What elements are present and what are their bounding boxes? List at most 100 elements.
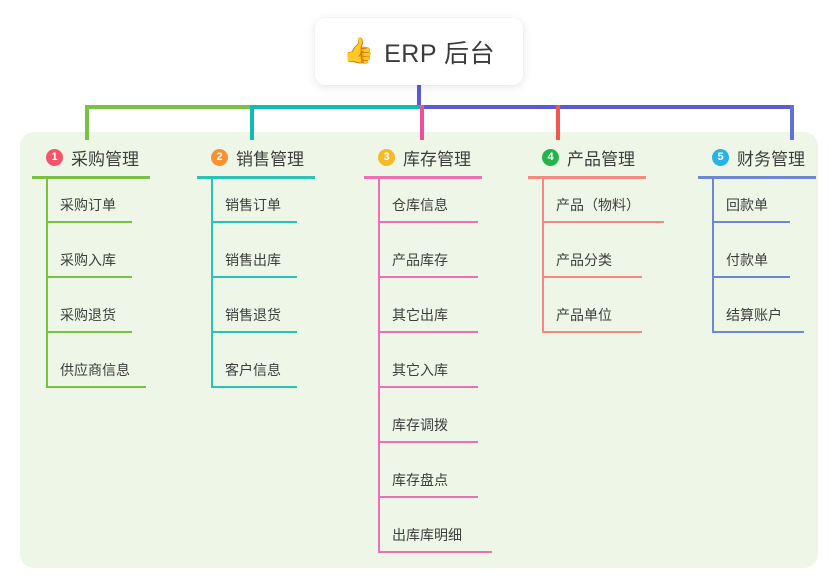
- menu-item-rule: [712, 276, 790, 278]
- column-branch-1: 采购订单采购入库采购退货供应商信息: [32, 179, 150, 399]
- column-branch-3: 仓库信息产品库存其它出库其它入库库存调拨库存盘点出库库明细: [364, 179, 492, 564]
- root-stem-line: [417, 82, 421, 107]
- column-spine-2: [211, 179, 213, 388]
- column-title-4: 产品管理: [567, 149, 635, 169]
- column-header-rule-1: [32, 176, 150, 179]
- connector-drop-line-4: [556, 105, 560, 140]
- menu-item-label: 销售出库: [225, 252, 281, 268]
- menu-item-label: 供应商信息: [60, 362, 130, 378]
- column-title-1: 采购管理: [71, 149, 139, 169]
- menu-item-rule: [542, 221, 664, 223]
- menu-item-rule: [378, 496, 478, 498]
- menu-item-label: 采购入库: [60, 252, 116, 268]
- menu-item-label: 产品单位: [556, 307, 612, 323]
- menu-item[interactable]: 库存调拨: [364, 399, 482, 454]
- column-badge-2: 2: [211, 148, 228, 166]
- menu-item-rule: [712, 221, 790, 223]
- connector-drop-line-3: [420, 105, 424, 140]
- menu-item[interactable]: 产品库存: [364, 234, 482, 289]
- column-header-1[interactable]: 1 采购管理: [32, 143, 150, 171]
- menu-item-label: 库存盘点: [392, 472, 448, 488]
- column-3: 3 库存管理仓库信息产品库存其它出库其它入库库存调拨库存盘点出库库明细: [364, 143, 492, 564]
- column-header-2[interactable]: 2 销售管理: [197, 143, 315, 171]
- menu-item-rule: [378, 221, 478, 223]
- menu-item-label: 出库库明细: [392, 527, 462, 543]
- menu-item-rule: [378, 386, 478, 388]
- menu-item-label: 付款单: [726, 252, 768, 268]
- menu-item[interactable]: 销售退货: [197, 289, 315, 344]
- menu-item-rule: [211, 276, 297, 278]
- column-header-4[interactable]: 4 产品管理: [528, 143, 646, 171]
- menu-item[interactable]: 付款单: [698, 234, 816, 289]
- connector-drop-line-1: [85, 105, 89, 140]
- menu-item-label: 结算账户: [726, 307, 782, 323]
- menu-item-rule: [46, 386, 146, 388]
- column-header-rule-3: [364, 176, 482, 179]
- menu-item-rule: [542, 331, 642, 333]
- menu-item[interactable]: 采购退货: [32, 289, 150, 344]
- menu-item-rule: [378, 331, 478, 333]
- thumbs-up-icon: 👍: [342, 37, 375, 65]
- column-badge-1: 1: [46, 148, 63, 166]
- connector-horizontal-segment-3: [420, 105, 792, 109]
- menu-item-label: 回款单: [726, 197, 768, 213]
- menu-item[interactable]: 采购订单: [32, 179, 150, 234]
- connector-horizontal-segment-1: [85, 105, 252, 109]
- column-header-rule-5: [698, 176, 816, 179]
- menu-item[interactable]: 产品单位: [528, 289, 646, 344]
- menu-item[interactable]: 产品分类: [528, 234, 646, 289]
- menu-item-label: 库存调拨: [392, 417, 448, 433]
- connector-horizontal-segment-2: [250, 105, 422, 109]
- column-spine-3: [378, 179, 380, 553]
- column-spine-1: [46, 179, 48, 388]
- column-spine-5: [712, 179, 714, 333]
- column-header-rule-2: [197, 176, 315, 179]
- menu-item-rule: [211, 386, 297, 388]
- menu-item-label: 产品分类: [556, 252, 612, 268]
- column-title-5: 财务管理: [737, 149, 805, 169]
- menu-item[interactable]: 销售订单: [197, 179, 315, 234]
- menu-item[interactable]: 库存盘点: [364, 454, 482, 509]
- root-node-card[interactable]: 👍 ERP 后台: [315, 18, 523, 85]
- menu-item[interactable]: 出库库明细: [364, 509, 492, 564]
- column-branch-2: 销售订单销售出库销售退货客户信息: [197, 179, 315, 399]
- menu-item[interactable]: 客户信息: [197, 344, 315, 399]
- menu-item[interactable]: 产品（物料）: [528, 179, 664, 234]
- menu-item-label: 销售退货: [225, 307, 281, 323]
- menu-item[interactable]: 结算账户: [698, 289, 816, 344]
- menu-item-label: 其它出库: [392, 307, 448, 323]
- menu-item-rule: [378, 276, 478, 278]
- menu-item-rule: [46, 276, 132, 278]
- root-title: ERP 后台: [384, 39, 496, 68]
- menu-item-rule: [46, 331, 132, 333]
- column-1: 1 采购管理采购订单采购入库采购退货供应商信息: [32, 143, 150, 399]
- column-badge-4: 4: [542, 148, 559, 166]
- menu-item-rule: [378, 551, 492, 553]
- menu-item[interactable]: 其它入库: [364, 344, 482, 399]
- menu-item[interactable]: 仓库信息: [364, 179, 482, 234]
- column-branch-5: 回款单付款单结算账户: [698, 179, 816, 344]
- menu-item[interactable]: 回款单: [698, 179, 816, 234]
- connector-drop-line-5: [790, 105, 794, 140]
- diagram-panel: [20, 132, 818, 568]
- menu-item-rule: [211, 331, 297, 333]
- column-title-2: 销售管理: [236, 149, 304, 169]
- column-2: 2 销售管理销售订单销售出库销售退货客户信息: [197, 143, 315, 399]
- menu-item[interactable]: 采购入库: [32, 234, 150, 289]
- column-spine-4: [542, 179, 544, 333]
- menu-item-label: 采购退货: [60, 307, 116, 323]
- menu-item[interactable]: 销售出库: [197, 234, 315, 289]
- column-badge-3: 3: [378, 148, 395, 166]
- column-title-3: 库存管理: [403, 149, 471, 169]
- menu-item[interactable]: 其它出库: [364, 289, 482, 344]
- column-header-rule-4: [528, 176, 646, 179]
- menu-item-rule: [542, 276, 642, 278]
- menu-item-label: 产品（物料）: [556, 197, 640, 213]
- menu-item[interactable]: 供应商信息: [32, 344, 150, 399]
- column-header-3[interactable]: 3 库存管理: [364, 143, 482, 171]
- menu-item-label: 客户信息: [225, 362, 281, 378]
- column-branch-4: 产品（物料） 产品分类产品单位: [528, 179, 664, 344]
- menu-item-label: 产品库存: [392, 252, 448, 268]
